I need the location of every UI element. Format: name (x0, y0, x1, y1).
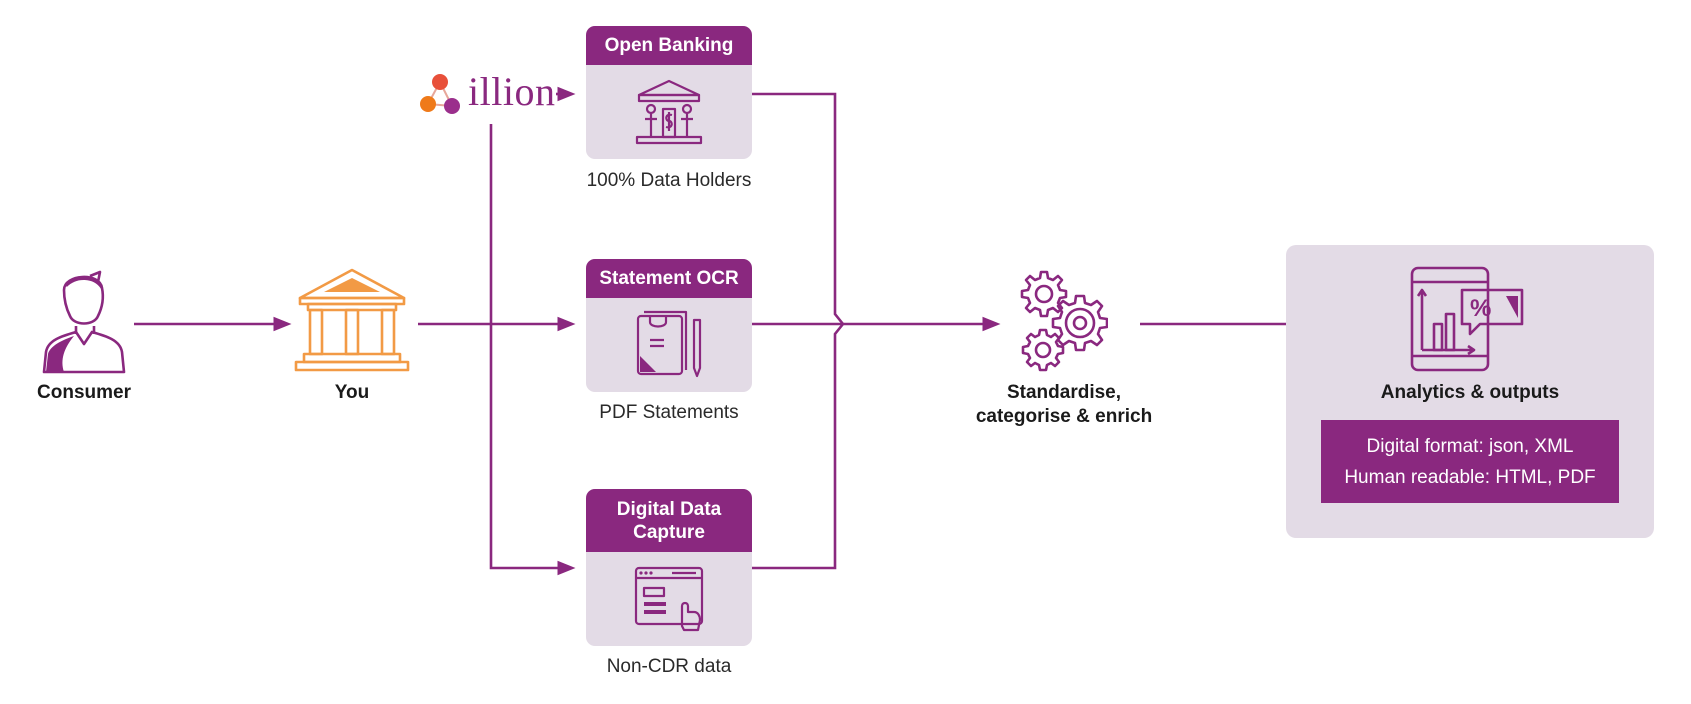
digital-capture-caption: Non-CDR data (606, 656, 732, 677)
tablet-analytics-icon: % (1410, 266, 1524, 372)
gears-icon (1020, 270, 1108, 372)
browser-touch-icon (634, 566, 704, 632)
line-capture-merge (752, 323, 845, 570)
open-banking-caption: 100% Data Holders (586, 170, 752, 191)
bank-building-icon (294, 268, 410, 372)
illion-logo-icon (420, 74, 460, 114)
outputs-title: Analytics & outputs (1380, 382, 1560, 403)
open-banking-card: Open Banking (586, 26, 752, 159)
arrow-illion-to-capture (489, 124, 576, 576)
outputs-digital-format: Digital format: json, XML (1366, 435, 1574, 457)
statement-ocr-caption: PDF Statements (599, 402, 739, 423)
statement-ocr-card: Statement OCR (586, 259, 752, 392)
process-label-line1: Standardise, (1006, 382, 1122, 403)
digital-capture-card: Digital Data Capture (586, 489, 752, 646)
outputs-formats-box: Digital format: json, XML Human readable… (1321, 420, 1619, 503)
statement-ocr-title: Statement OCR (586, 259, 752, 298)
process-label-line2: categorise & enrich (975, 406, 1153, 427)
illion-brand: illion (468, 69, 556, 114)
document-scan-icon (636, 310, 702, 378)
person-icon (42, 270, 126, 374)
outputs-human-readable: Human readable: HTML, PDF (1344, 466, 1596, 488)
open-banking-title: Open Banking (586, 26, 752, 65)
line-openbanking-merge (752, 92, 845, 325)
digital-capture-title: Digital Data Capture (586, 489, 752, 552)
bank-data-icon (635, 79, 703, 145)
consumer-label: Consumer (37, 382, 131, 403)
you-label: You (334, 382, 370, 403)
svg-text:%: % (1470, 295, 1491, 322)
